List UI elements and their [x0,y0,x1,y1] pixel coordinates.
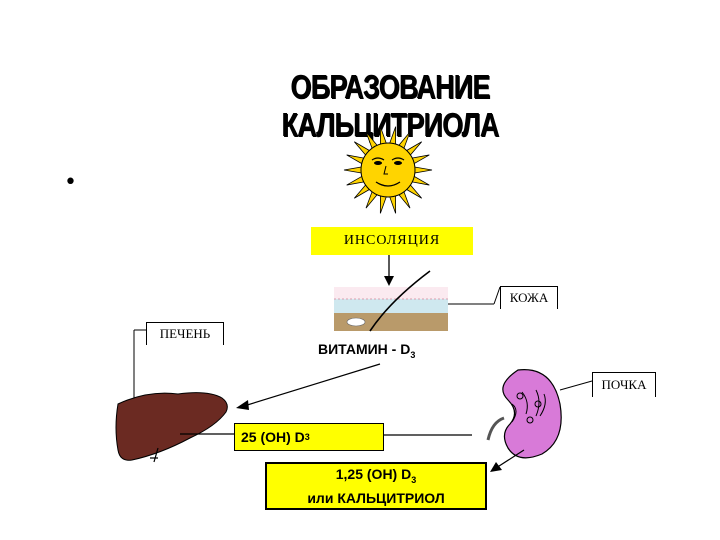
kidney-leader-line [559,380,593,391]
liver-label: ПЕЧЕНЬ [146,322,224,345]
hydroxy-subscript: 3 [304,432,310,442]
sun-ray [413,166,433,174]
vitamin-to-liver-arrow [243,363,381,407]
sun-ray [388,126,397,146]
sun-icon [343,126,433,214]
kidney-icon [486,369,562,459]
sun-ray [379,126,388,146]
hydroxy-text: 25 (OH) D [241,429,305,445]
skin-section-icon [334,270,448,332]
bullet-point: • [64,170,77,195]
vitamin-d3-label: ВИТАМИН - D3 [318,341,415,360]
sun-ray [379,194,388,214]
liver-icon [115,392,228,463]
calcitriol-line1: 1,25 (OH) D3 [336,465,416,489]
insolation-arrowhead [384,276,394,286]
calcitriol-formula: 1,25 (OH) D [335,466,412,483]
insolation-box: ИНСОЛЯЦИЯ [311,227,473,255]
vitamin-text: ВИТАМИН - D [318,341,411,357]
vitamin-subscript: 3 [410,349,416,360]
calcitriol-box: 1,25 (OH) D3 или КАЛЬЦИТРИОЛ [265,462,487,510]
sun-ray [388,194,397,214]
calcitriol-line2: или КАЛЬЦИТРИОЛ [307,489,445,506]
sun-ray [343,166,363,174]
kidney-label: ПОЧКА [592,372,656,397]
kidney-to-calcitriol-arrow [495,449,525,469]
skin-label: КОЖА [500,286,558,309]
calcitriol-subscript: 3 [411,474,417,485]
page-title: ОБРАЗОВАНИЕ КАЛЬЦИТРИОЛА [281,68,499,143]
